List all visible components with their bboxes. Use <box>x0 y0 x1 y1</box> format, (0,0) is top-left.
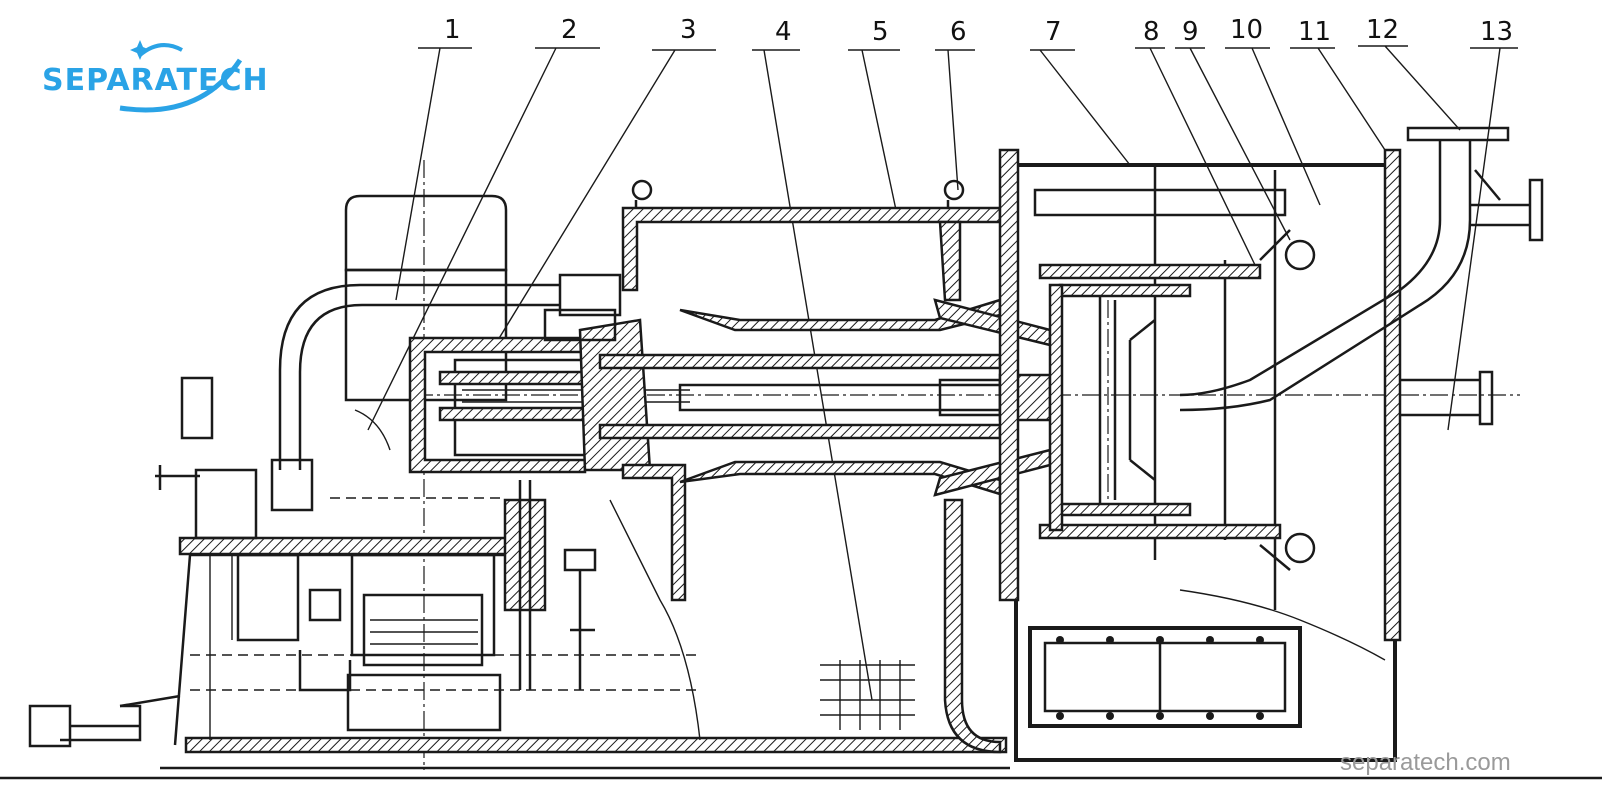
part-label-5: 5 <box>872 17 889 47</box>
part-label-11: 11 <box>1298 17 1331 47</box>
feed-pipe <box>1179 126 1544 426</box>
baskets <box>1038 229 1316 571</box>
part-label-3: 3 <box>680 15 697 45</box>
basket-housing <box>998 148 1402 762</box>
part-label-2: 2 <box>561 15 578 45</box>
logo-swoosh-icon <box>119 58 243 113</box>
website-watermark: separatech.com <box>1340 749 1511 776</box>
bolt-row <box>1056 636 1264 720</box>
part-label-6: 6 <box>950 17 967 47</box>
break-lines <box>354 409 701 741</box>
logo-text: SEPARATECH <box>42 63 269 98</box>
separatech-logo: SEPARATECH <box>42 40 269 113</box>
part-label-12: 12 <box>1366 15 1399 45</box>
part-label-4: 4 <box>775 17 792 47</box>
part-label-10: 10 <box>1230 15 1263 45</box>
valve-stem <box>503 480 597 690</box>
logo-star-icon <box>130 40 150 60</box>
part-label-1: 1 <box>444 15 461 45</box>
hydraulic-pipe-left <box>278 283 560 470</box>
part-labels: 1 2 3 4 5 6 7 8 9 10 11 12 13 <box>444 15 1513 47</box>
part-label-8: 8 <box>1143 17 1160 47</box>
part-label-13: 13 <box>1480 17 1513 47</box>
part-label-7: 7 <box>1045 17 1062 47</box>
main-casing <box>621 179 1002 754</box>
discharge-chute <box>1028 626 1302 728</box>
base-frame <box>0 536 1602 780</box>
hidden-lines <box>190 497 915 730</box>
part-label-9: 9 <box>1182 17 1199 47</box>
leader-lines <box>367 45 1518 701</box>
